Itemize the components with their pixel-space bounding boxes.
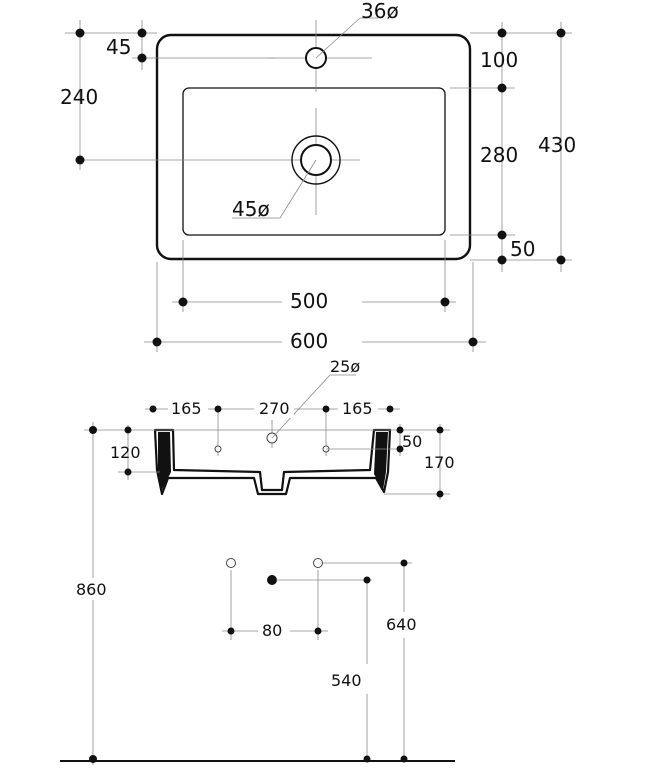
tap-offset-label: 45 (106, 35, 131, 59)
mount-height-label: 860 (76, 580, 107, 599)
wall-view: 80 540 640 (60, 558, 455, 763)
dim-dot (227, 627, 235, 635)
dim-dot (436, 490, 444, 498)
left-spacing-label: 165 (171, 399, 202, 418)
side-view: 25ø 165 270 165 120 50 170 (72, 357, 455, 765)
dim-dot (556, 255, 566, 265)
dim-dot (214, 405, 222, 413)
drain-height-label: 540 (331, 671, 362, 690)
dim-dot (149, 405, 157, 413)
dim-dot (89, 426, 97, 434)
hole-marker-left (214, 445, 222, 453)
dim-dot (440, 297, 450, 307)
basin-bowl (182, 87, 446, 236)
hole-leader (271, 374, 331, 439)
dim-dot (436, 426, 444, 434)
dim-dot (178, 297, 188, 307)
dim-dot (152, 337, 162, 347)
dim-dot (314, 627, 322, 635)
dim-dot (137, 28, 147, 38)
dim-dot (497, 255, 507, 265)
tap-hole-leader (315, 17, 361, 59)
supply-spacing-label: 80 (262, 621, 282, 640)
basin-outline (155, 33, 472, 261)
dim-dot (322, 405, 330, 413)
basin-wall-right (374, 432, 388, 490)
label-mask (338, 398, 378, 418)
dim-dot (386, 405, 394, 413)
label-mask (254, 398, 294, 418)
drain-leader (279, 159, 317, 219)
dim-dot (396, 445, 404, 453)
label-mask (72, 578, 112, 600)
dim-dot (75, 28, 85, 38)
dim-dot (497, 28, 507, 38)
hole-diameter-label: 25ø (330, 357, 360, 376)
dim-dot (400, 559, 408, 567)
dim-dot (396, 426, 404, 434)
tap-hole-label: 36ø (361, 0, 399, 23)
right-bottom-label: 50 (510, 237, 535, 261)
dim-dot (363, 576, 371, 584)
supply-marker-right (313, 558, 323, 568)
depth-label: 430 (538, 133, 576, 157)
dim-dot (497, 83, 507, 93)
right-mid-label: 280 (480, 143, 518, 167)
dim-dot (124, 468, 132, 476)
supply-marker-left (226, 558, 236, 568)
basin-wall-left (158, 432, 171, 490)
supply-height-label: 640 (386, 615, 417, 634)
drain-outer-ring (291, 135, 341, 185)
dim-dot (75, 155, 85, 165)
rim-label: 50 (402, 432, 422, 451)
right-spacing-label: 165 (342, 399, 373, 418)
left-height-label: 120 (110, 443, 141, 462)
inner-width-label: 500 (290, 289, 328, 313)
dim-dot (137, 53, 147, 63)
label-mask (168, 398, 208, 418)
outer-width-label: 600 (290, 329, 328, 353)
dim-dot (468, 337, 478, 347)
dim-dot (124, 426, 132, 434)
total-height-label: 170 (424, 453, 455, 472)
top-view: 36ø 45ø 240 45 100 280 50 (60, 0, 576, 353)
basin-section-outline (153, 428, 392, 496)
drain-label: 45ø (232, 197, 270, 221)
dim-dot (497, 230, 507, 240)
center-spacing-label: 270 (259, 399, 290, 418)
right-top-label: 100 (480, 48, 518, 72)
dim-dot (556, 28, 566, 38)
drain-offset-label: 240 (60, 85, 98, 109)
drain-marker (267, 575, 277, 585)
